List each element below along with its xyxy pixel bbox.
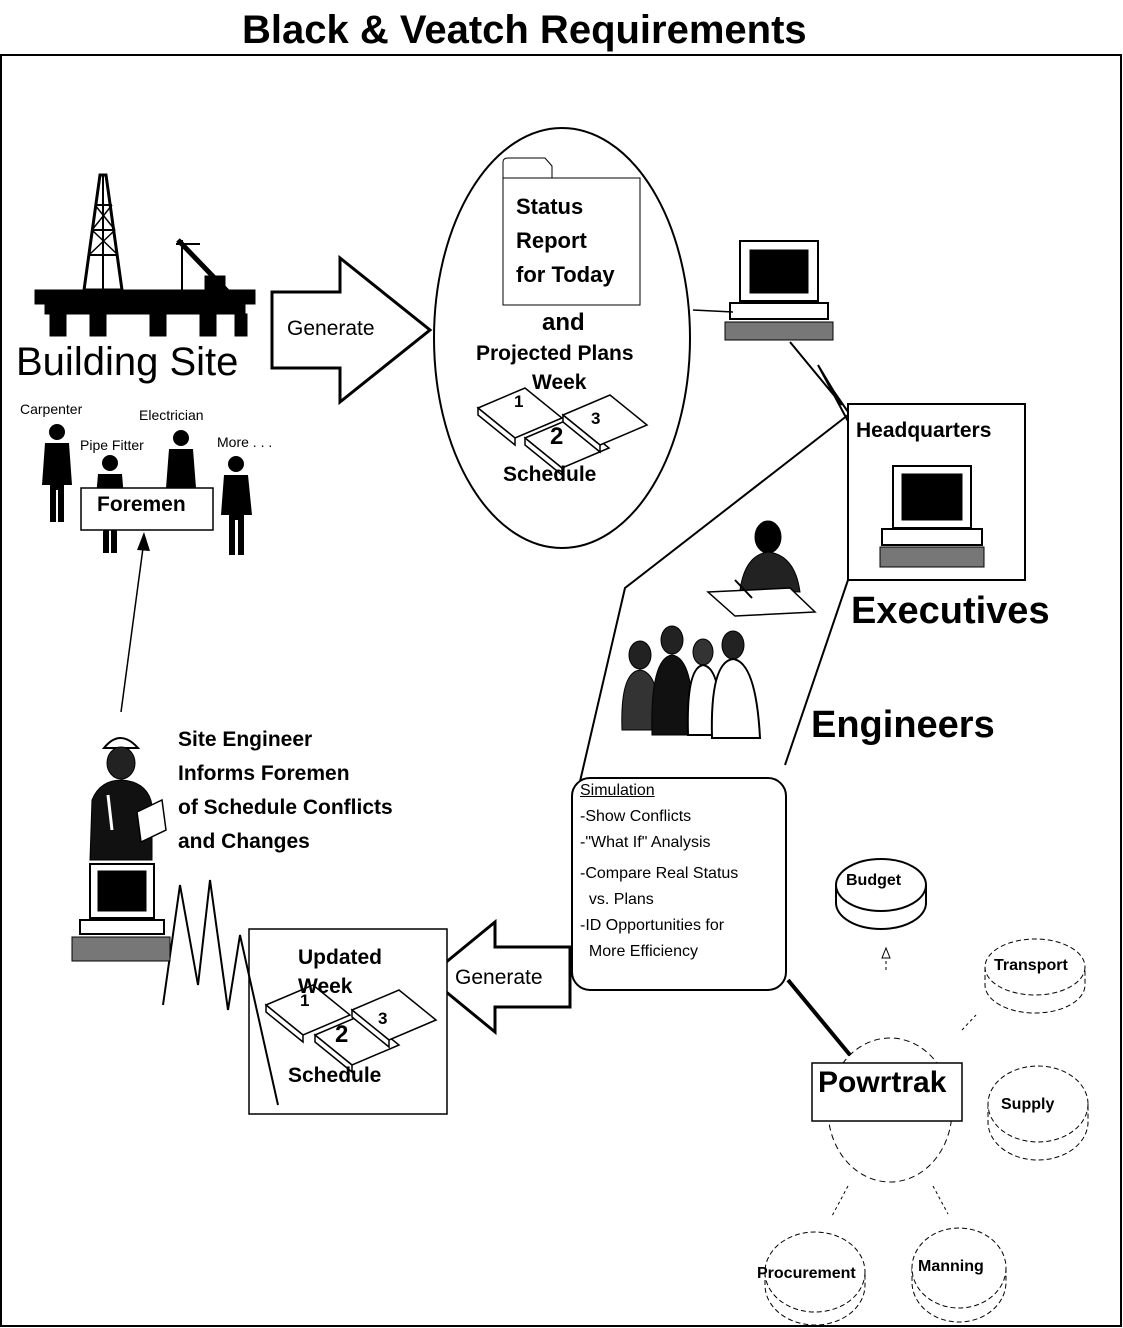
page-frame xyxy=(0,54,1122,1327)
generate-arrow-top xyxy=(270,254,433,406)
worker-icon xyxy=(221,456,252,555)
foremen-box xyxy=(80,487,214,531)
executive-icon xyxy=(706,520,817,617)
book-number-2-top: 2 xyxy=(550,423,564,450)
module-label-transport: Transport xyxy=(994,957,1068,974)
database-icon xyxy=(835,858,927,930)
worker-label-carpenter: Carpenter xyxy=(20,401,83,417)
site-engineer-icon xyxy=(89,737,167,861)
generate-label-bottom: Generate xyxy=(455,966,543,989)
hq-wedge-line-right xyxy=(784,579,849,766)
book-number-1-top: 1 xyxy=(514,392,524,411)
engineers-label: Engineers xyxy=(811,704,995,746)
worker-label-pipe-fitter: Pipe Fitter xyxy=(80,437,144,453)
module-label-budget: Budget xyxy=(846,872,902,889)
database-icon xyxy=(764,1231,866,1326)
book-number-3-top: 3 xyxy=(591,409,601,428)
simulation-powrtrak-link xyxy=(786,978,852,1057)
simulation-item: -Compare Real Status vs. Plans xyxy=(580,865,739,908)
oil-rig-icon xyxy=(34,173,256,337)
worker-label-more: More . . . xyxy=(217,434,273,450)
book-number-2-bottom: 2 xyxy=(335,1021,349,1048)
page-title: Black & Veatch Requirements xyxy=(242,8,807,52)
book-number-1-bottom: 1 xyxy=(300,991,310,1010)
simulation-item: -Show Conflicts xyxy=(580,808,692,825)
headquarters-label: Headquarters xyxy=(856,419,992,442)
book-number-3-bottom: 3 xyxy=(378,1009,388,1028)
status-oval xyxy=(433,127,691,549)
generate-arrow-bottom xyxy=(425,918,572,1036)
hq-wedge-line xyxy=(577,414,849,791)
schedule-label-top: Schedule xyxy=(503,463,597,486)
generate-label-top: Generate xyxy=(287,317,375,340)
executives-label: Executives xyxy=(851,590,1050,632)
site-engineer-text: Site Engineer Informs Foremen of Schedul… xyxy=(178,728,393,853)
engineers-group-icon xyxy=(621,625,762,739)
module-label-supply: Supply xyxy=(1001,1096,1055,1113)
powrtrak-label: Powrtrak xyxy=(818,1066,947,1099)
database-icon xyxy=(984,938,1086,1014)
worker-icon xyxy=(166,430,196,488)
computer-icon xyxy=(71,863,171,962)
schedule-book-icon xyxy=(476,387,649,477)
simulation-title: Simulation xyxy=(580,782,655,799)
database-icon xyxy=(987,1065,1089,1161)
projected-plans-label: Projected Plans xyxy=(476,342,634,365)
crane-icon xyxy=(176,238,230,294)
simulation-item: -"What If" Analysis xyxy=(580,834,711,851)
powrtrak-network xyxy=(764,858,1089,1326)
folder-icon xyxy=(502,157,641,306)
inform-arrowhead xyxy=(137,532,150,551)
database-icon xyxy=(911,1227,1007,1323)
lightning-link-icon xyxy=(789,341,856,426)
simulation-box xyxy=(571,777,787,991)
worker-label-electrician: Electrician xyxy=(139,407,204,423)
schedule-book-icon xyxy=(264,984,438,1074)
updated-week-label: Updated Week xyxy=(298,946,382,998)
status-report-text: Status Report for Today xyxy=(516,194,615,287)
module-label-manning: Manning xyxy=(918,1258,984,1275)
and-label: and xyxy=(542,309,585,336)
inform-arrow xyxy=(120,547,144,713)
module-label-procurement: Procurement xyxy=(757,1265,856,1282)
simulation-item: -ID Opportunities for More Efficiency xyxy=(580,917,725,960)
powrtrak-box xyxy=(811,1062,963,1122)
week-label-top: Week xyxy=(532,371,587,394)
schedule-label-bottom: Schedule xyxy=(288,1064,382,1087)
worker-icon xyxy=(42,424,72,522)
computer-icon xyxy=(879,465,985,568)
building-site-label: Building Site xyxy=(16,340,239,384)
computer-icon xyxy=(692,240,834,341)
foremen-label: Foremen xyxy=(97,493,186,516)
lightning-link-icon xyxy=(162,879,279,1106)
